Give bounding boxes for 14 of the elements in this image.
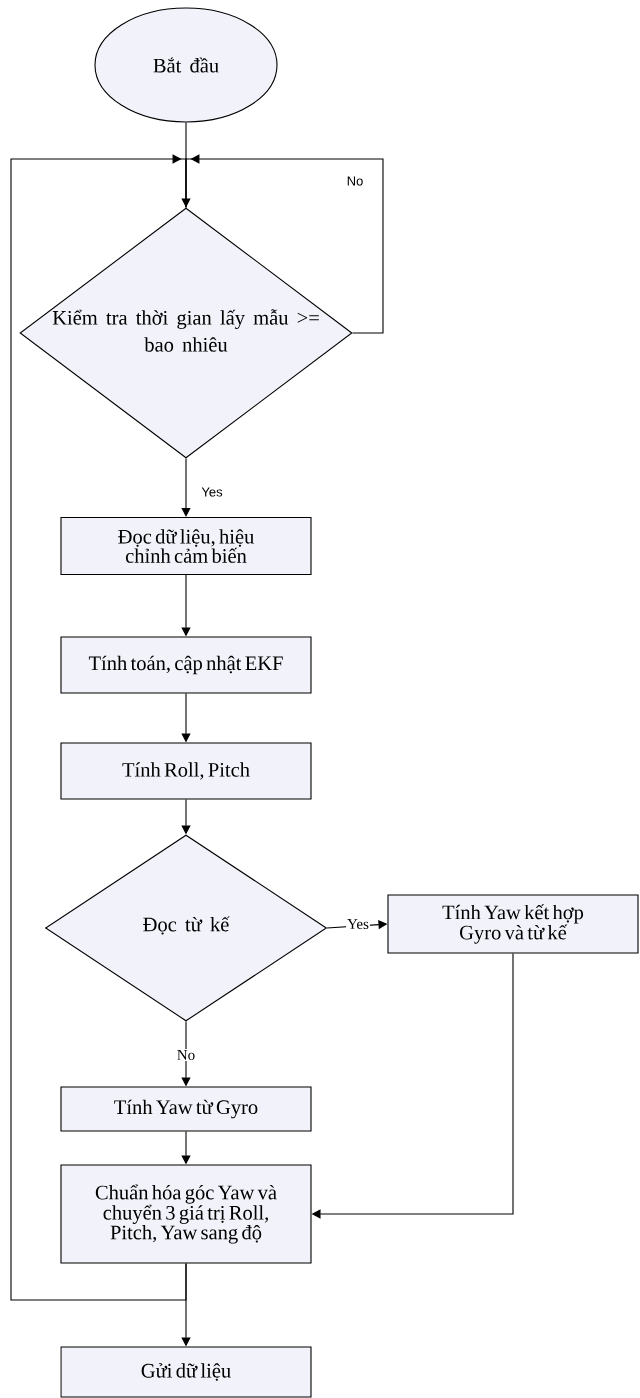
process-box: Tính toán, cập nhật EKF bbox=[60, 636, 312, 694]
edge-label: Yes bbox=[346, 918, 370, 930]
process-box: Đọc dữ liệu, hiệu chỉnh cảm biến bbox=[60, 516, 312, 576]
arrow bbox=[181, 458, 191, 517]
arrow bbox=[10, 154, 187, 1301]
edge-label: No bbox=[175, 1049, 197, 1061]
edge-label: No bbox=[347, 176, 363, 186]
process-box: Chuẩn hóa góc Yaw và chuyển 3 giá trị Roll, Pitch, Yaw sang độ bbox=[60, 1164, 312, 1264]
process-box: Tính Roll, Pitch bbox=[60, 742, 312, 800]
process-box: Gửi dữ liệu bbox=[60, 1346, 312, 1398]
arrow bbox=[185, 154, 384, 334]
process-box: Tính Yaw kết hợp Gyro và từ kế bbox=[387, 894, 639, 954]
process-box: Tính Yaw từ Gyro bbox=[60, 1086, 312, 1132]
edge-label: Yes bbox=[201, 487, 223, 497]
